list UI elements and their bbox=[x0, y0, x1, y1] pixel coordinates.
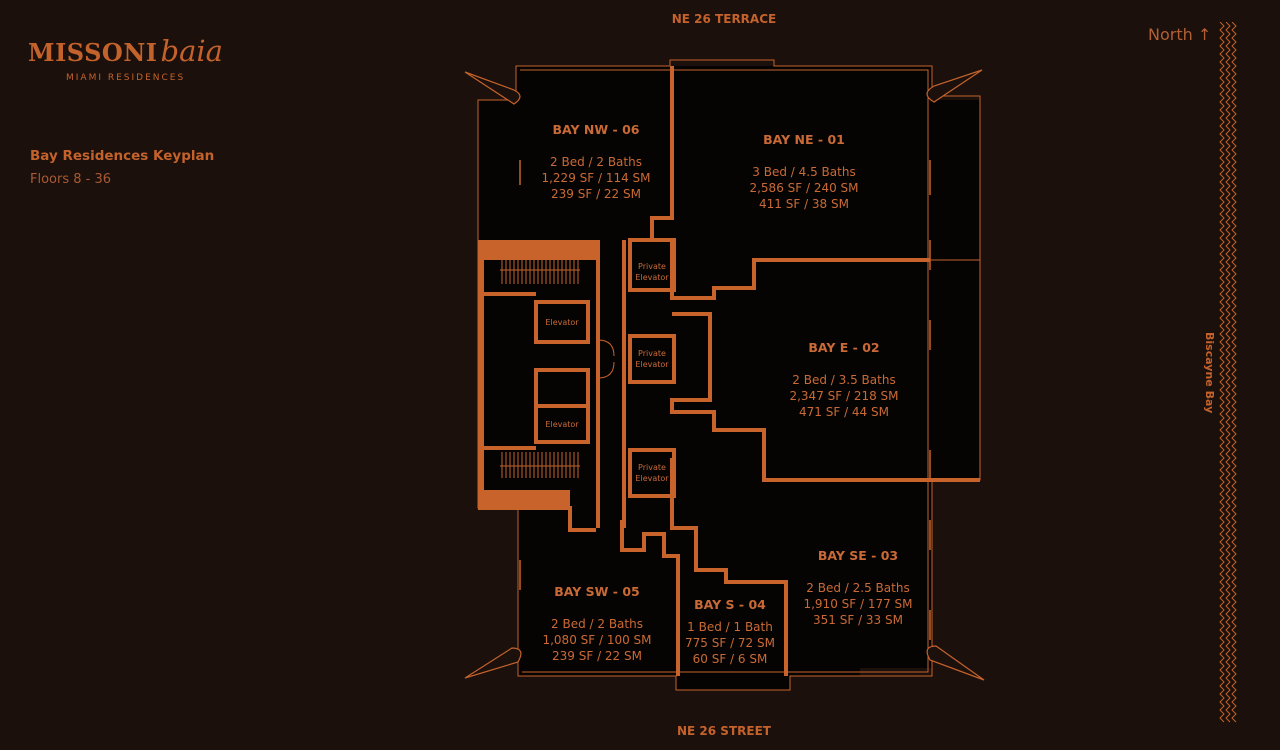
street-label-bottom: NE 26 STREET bbox=[677, 724, 771, 738]
unit-bay-e-02[interactable]: BAY E - 02 2 Bed / 3.5 Baths 2,347 SF / … bbox=[764, 340, 924, 420]
unit-interior-area: 2,347 SF / 218 SM bbox=[789, 389, 899, 403]
unit-bay-ne-01[interactable]: BAY NE - 01 3 Bed / 4.5 Baths 2,586 SF /… bbox=[724, 132, 884, 212]
building-footprint bbox=[478, 66, 980, 690]
private-elevator-label-1: Private Elevator bbox=[635, 262, 669, 282]
private-elevator-label-3: Private Elevator bbox=[635, 463, 669, 483]
unit-bay-nw-06[interactable]: BAY NW - 06 2 Bed / 2 Baths 1,229 SF / 1… bbox=[518, 122, 674, 202]
keyplan-title: Bay Residences Keyplan bbox=[30, 148, 215, 164]
unit-interior-area: 775 SF / 72 SM bbox=[685, 636, 775, 650]
unit-exterior-area: 60 SF / 6 SM bbox=[692, 652, 768, 666]
unit-interior-area: 1,910 SF / 177 SM bbox=[803, 597, 913, 611]
unit-exterior-area: 471 SF / 44 SM bbox=[799, 405, 889, 419]
unit-bay-sw-05[interactable]: BAY SW - 05 2 Bed / 2 Baths 1,080 SF / 1… bbox=[518, 584, 676, 664]
elevator-shafts bbox=[534, 238, 676, 528]
private-elevator-label-2: Private Elevator bbox=[635, 349, 669, 369]
unit-walls bbox=[520, 66, 980, 676]
unit-interior-area: 1,229 SF / 114 SM bbox=[541, 171, 651, 185]
unit-exterior-area: 239 SF / 22 SM bbox=[552, 649, 642, 663]
unit-beds: 2 Bed / 2.5 Baths bbox=[806, 581, 910, 595]
brand-name-bold: MISSONI bbox=[28, 38, 158, 67]
window-marks bbox=[519, 160, 931, 640]
biscayne-bay-label: Biscayne Bay bbox=[1203, 332, 1216, 414]
unit-title: BAY S - 04 bbox=[694, 597, 766, 612]
unit-exterior-area: 351 SF / 33 SM bbox=[813, 613, 903, 627]
north-indicator: North ↑ bbox=[1148, 25, 1212, 44]
stair-treads bbox=[500, 258, 580, 478]
elevator-label-2: Elevator bbox=[545, 420, 579, 429]
unit-interior-area: 1,080 SF / 100 SM bbox=[542, 633, 652, 647]
unit-beds: 2 Bed / 2 Baths bbox=[551, 617, 643, 631]
water-waves-icon bbox=[1219, 22, 1237, 723]
brand-tagline: MIAMI RESIDENCES bbox=[66, 73, 186, 83]
core bbox=[478, 240, 598, 510]
corner-fins bbox=[464, 69, 985, 681]
unit-bay-se-03[interactable]: BAY SE - 03 2 Bed / 2.5 Baths 1,910 SF /… bbox=[778, 548, 938, 628]
brand-name-script: baia bbox=[160, 34, 223, 68]
street-label-top: NE 26 TERRACE bbox=[671, 12, 777, 26]
unit-title: BAY SW - 05 bbox=[554, 584, 640, 599]
unit-exterior-area: 411 SF / 38 SM bbox=[759, 197, 849, 211]
unit-title: BAY NW - 06 bbox=[552, 122, 640, 137]
unit-title: BAY E - 02 bbox=[808, 340, 880, 355]
unit-beds: 2 Bed / 3.5 Baths bbox=[792, 373, 896, 387]
unit-bay-s-04[interactable]: BAY S - 04 1 Bed / 1 Bath 775 SF / 72 SM… bbox=[680, 597, 780, 667]
unit-beds: 3 Bed / 4.5 Baths bbox=[752, 165, 856, 179]
unit-title: BAY SE - 03 bbox=[817, 548, 899, 563]
unit-title: BAY NE - 01 bbox=[763, 132, 845, 147]
keyplan-floors: Floors 8 - 36 bbox=[30, 172, 112, 187]
unit-exterior-area: 239 SF / 22 SM bbox=[551, 187, 641, 201]
unit-interior-area: 2,586 SF / 240 SM bbox=[749, 181, 859, 195]
unit-beds: 2 Bed / 2 Baths bbox=[550, 155, 642, 169]
unit-beds: 1 Bed / 1 Bath bbox=[687, 620, 773, 634]
elevator-label-1: Elevator bbox=[545, 318, 579, 327]
